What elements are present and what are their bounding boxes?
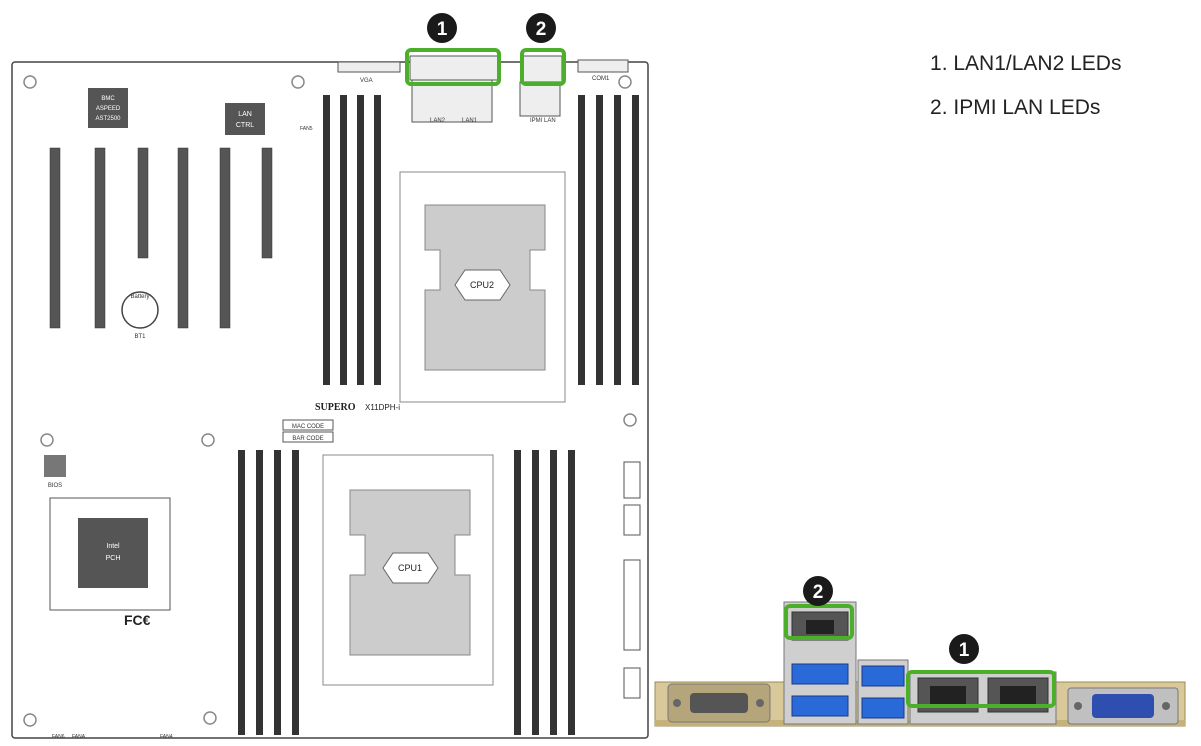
pch-chip <box>78 518 148 588</box>
pcie-slots <box>49 147 273 329</box>
fcc-mark: FC€ <box>124 612 151 628</box>
svg-text:BT1: BT1 <box>134 334 146 340</box>
svg-text:2: 2 <box>536 19 547 40</box>
rear-ipmi-highlight <box>784 604 854 640</box>
callout-1-rear: 1 <box>949 634 979 664</box>
usb-port-3 <box>861 665 905 687</box>
board-brand: SUPERO <box>315 402 356 413</box>
svg-text:ASPEED: ASPEED <box>96 106 121 112</box>
board-ipmi-label: IPMI LAN <box>530 118 556 124</box>
board-com1-label: COM1 <box>592 76 610 82</box>
svg-text:PCH: PCH <box>106 555 121 562</box>
cpu2-socket <box>399 171 566 403</box>
legend: 1. LAN1/LAN2 LEDs 2. IPMI LAN LEDs <box>930 42 1121 130</box>
bmc-chip <box>88 88 128 128</box>
board-lan-highlight <box>405 48 501 86</box>
board-model: X11DPH-i <box>365 403 400 412</box>
callout-1-top: 1 <box>427 13 457 43</box>
callout-2-top: 2 <box>526 13 556 43</box>
svg-text:1: 1 <box>959 640 970 661</box>
bios-chip <box>44 455 66 477</box>
dimm-slots-upper <box>323 95 639 385</box>
svg-text:FAN6: FAN6 <box>52 734 65 740</box>
cpu1-socket <box>322 454 494 686</box>
legend-item-1: 1. LAN1/LAN2 LEDs <box>930 52 1122 75</box>
board-ipmi-highlight <box>520 48 566 86</box>
rear-lan-highlight <box>906 670 1056 708</box>
cpu1-label: CPU1 <box>398 563 422 573</box>
svg-text:BAR CODE: BAR CODE <box>292 436 323 442</box>
svg-text:FAN5: FAN5 <box>300 126 313 132</box>
callout-2-rear: 2 <box>803 576 833 606</box>
board-lan2-label: LAN2 <box>430 118 446 124</box>
svg-text:AST2500: AST2500 <box>95 116 121 122</box>
svg-text:Battery: Battery <box>130 294 149 300</box>
cpu2-label: CPU2 <box>470 280 494 290</box>
usb-port-1 <box>791 663 849 685</box>
svg-text:MAC CODE: MAC CODE <box>292 424 324 430</box>
svg-text:BMC: BMC <box>101 96 115 102</box>
svg-text:1: 1 <box>437 19 448 40</box>
lan-ctrl-chip <box>225 103 265 135</box>
svg-text:BIOS: BIOS <box>48 483 62 489</box>
board-right-headers <box>623 461 641 699</box>
legend-item-2: 2. IPMI LAN LEDs <box>930 96 1101 119</box>
board-lan1-label: LAN1 <box>462 118 478 124</box>
battery <box>121 291 159 329</box>
svg-text:CTRL: CTRL <box>236 122 254 129</box>
mounting-holes <box>23 75 637 727</box>
svg-text:2: 2 <box>813 582 824 603</box>
svg-text:FAN4: FAN4 <box>160 734 173 740</box>
usb-port-4 <box>861 697 905 719</box>
usb-port-2 <box>791 695 849 717</box>
svg-text:Intel: Intel <box>106 543 120 550</box>
svg-text:FANA: FANA <box>72 734 86 740</box>
svg-text:LAN: LAN <box>238 111 252 118</box>
dimm-slots-lower <box>238 450 575 735</box>
board-vga-label: VGA <box>360 78 373 84</box>
